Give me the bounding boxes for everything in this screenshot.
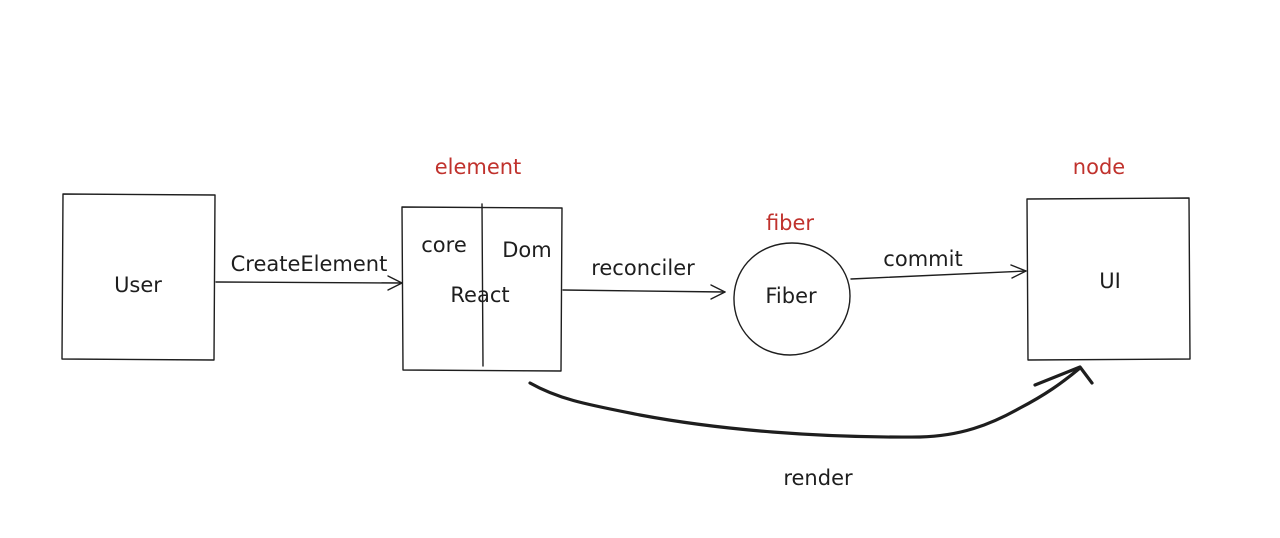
node-annotation: node bbox=[1073, 155, 1125, 179]
fiber-annotation: fiber bbox=[766, 211, 814, 235]
fiber-node[interactable]: fiber Fiber bbox=[733, 211, 851, 356]
element-annotation: element bbox=[435, 155, 522, 179]
commit-arrow bbox=[850, 270, 1027, 280]
render-arrowhead bbox=[1033, 365, 1094, 387]
fiber-circle bbox=[733, 242, 851, 356]
commit-arrowhead bbox=[1010, 264, 1027, 279]
create-element-edge: CreateElement bbox=[215, 252, 403, 291]
create-element-label: CreateElement bbox=[231, 252, 388, 276]
reconciler-label: reconciler bbox=[591, 256, 695, 280]
react-dom-label: Dom bbox=[502, 238, 551, 262]
react-node[interactable]: element core Dom React bbox=[401, 155, 563, 372]
react-divider bbox=[481, 203, 484, 367]
reconciler-arrow bbox=[562, 289, 726, 293]
render-edge: render bbox=[528, 365, 1094, 490]
ui-label: UI bbox=[1099, 269, 1121, 293]
commit-edge: commit bbox=[850, 247, 1027, 280]
react-label: React bbox=[450, 283, 509, 307]
render-arrow bbox=[528, 366, 1082, 439]
react-core-label: core bbox=[421, 233, 467, 257]
user-box bbox=[61, 193, 216, 361]
render-label: render bbox=[783, 466, 853, 490]
reconciler-edge: reconciler bbox=[562, 256, 726, 300]
ui-box bbox=[1026, 197, 1191, 361]
reconciler-arrowhead bbox=[710, 284, 726, 300]
create-element-arrow bbox=[215, 281, 403, 284]
react-box bbox=[401, 206, 563, 372]
fiber-label: Fiber bbox=[765, 284, 817, 308]
user-label: User bbox=[114, 273, 162, 297]
commit-label: commit bbox=[883, 247, 962, 271]
ui-node[interactable]: node UI bbox=[1026, 155, 1191, 361]
user-node[interactable]: User bbox=[61, 193, 216, 361]
